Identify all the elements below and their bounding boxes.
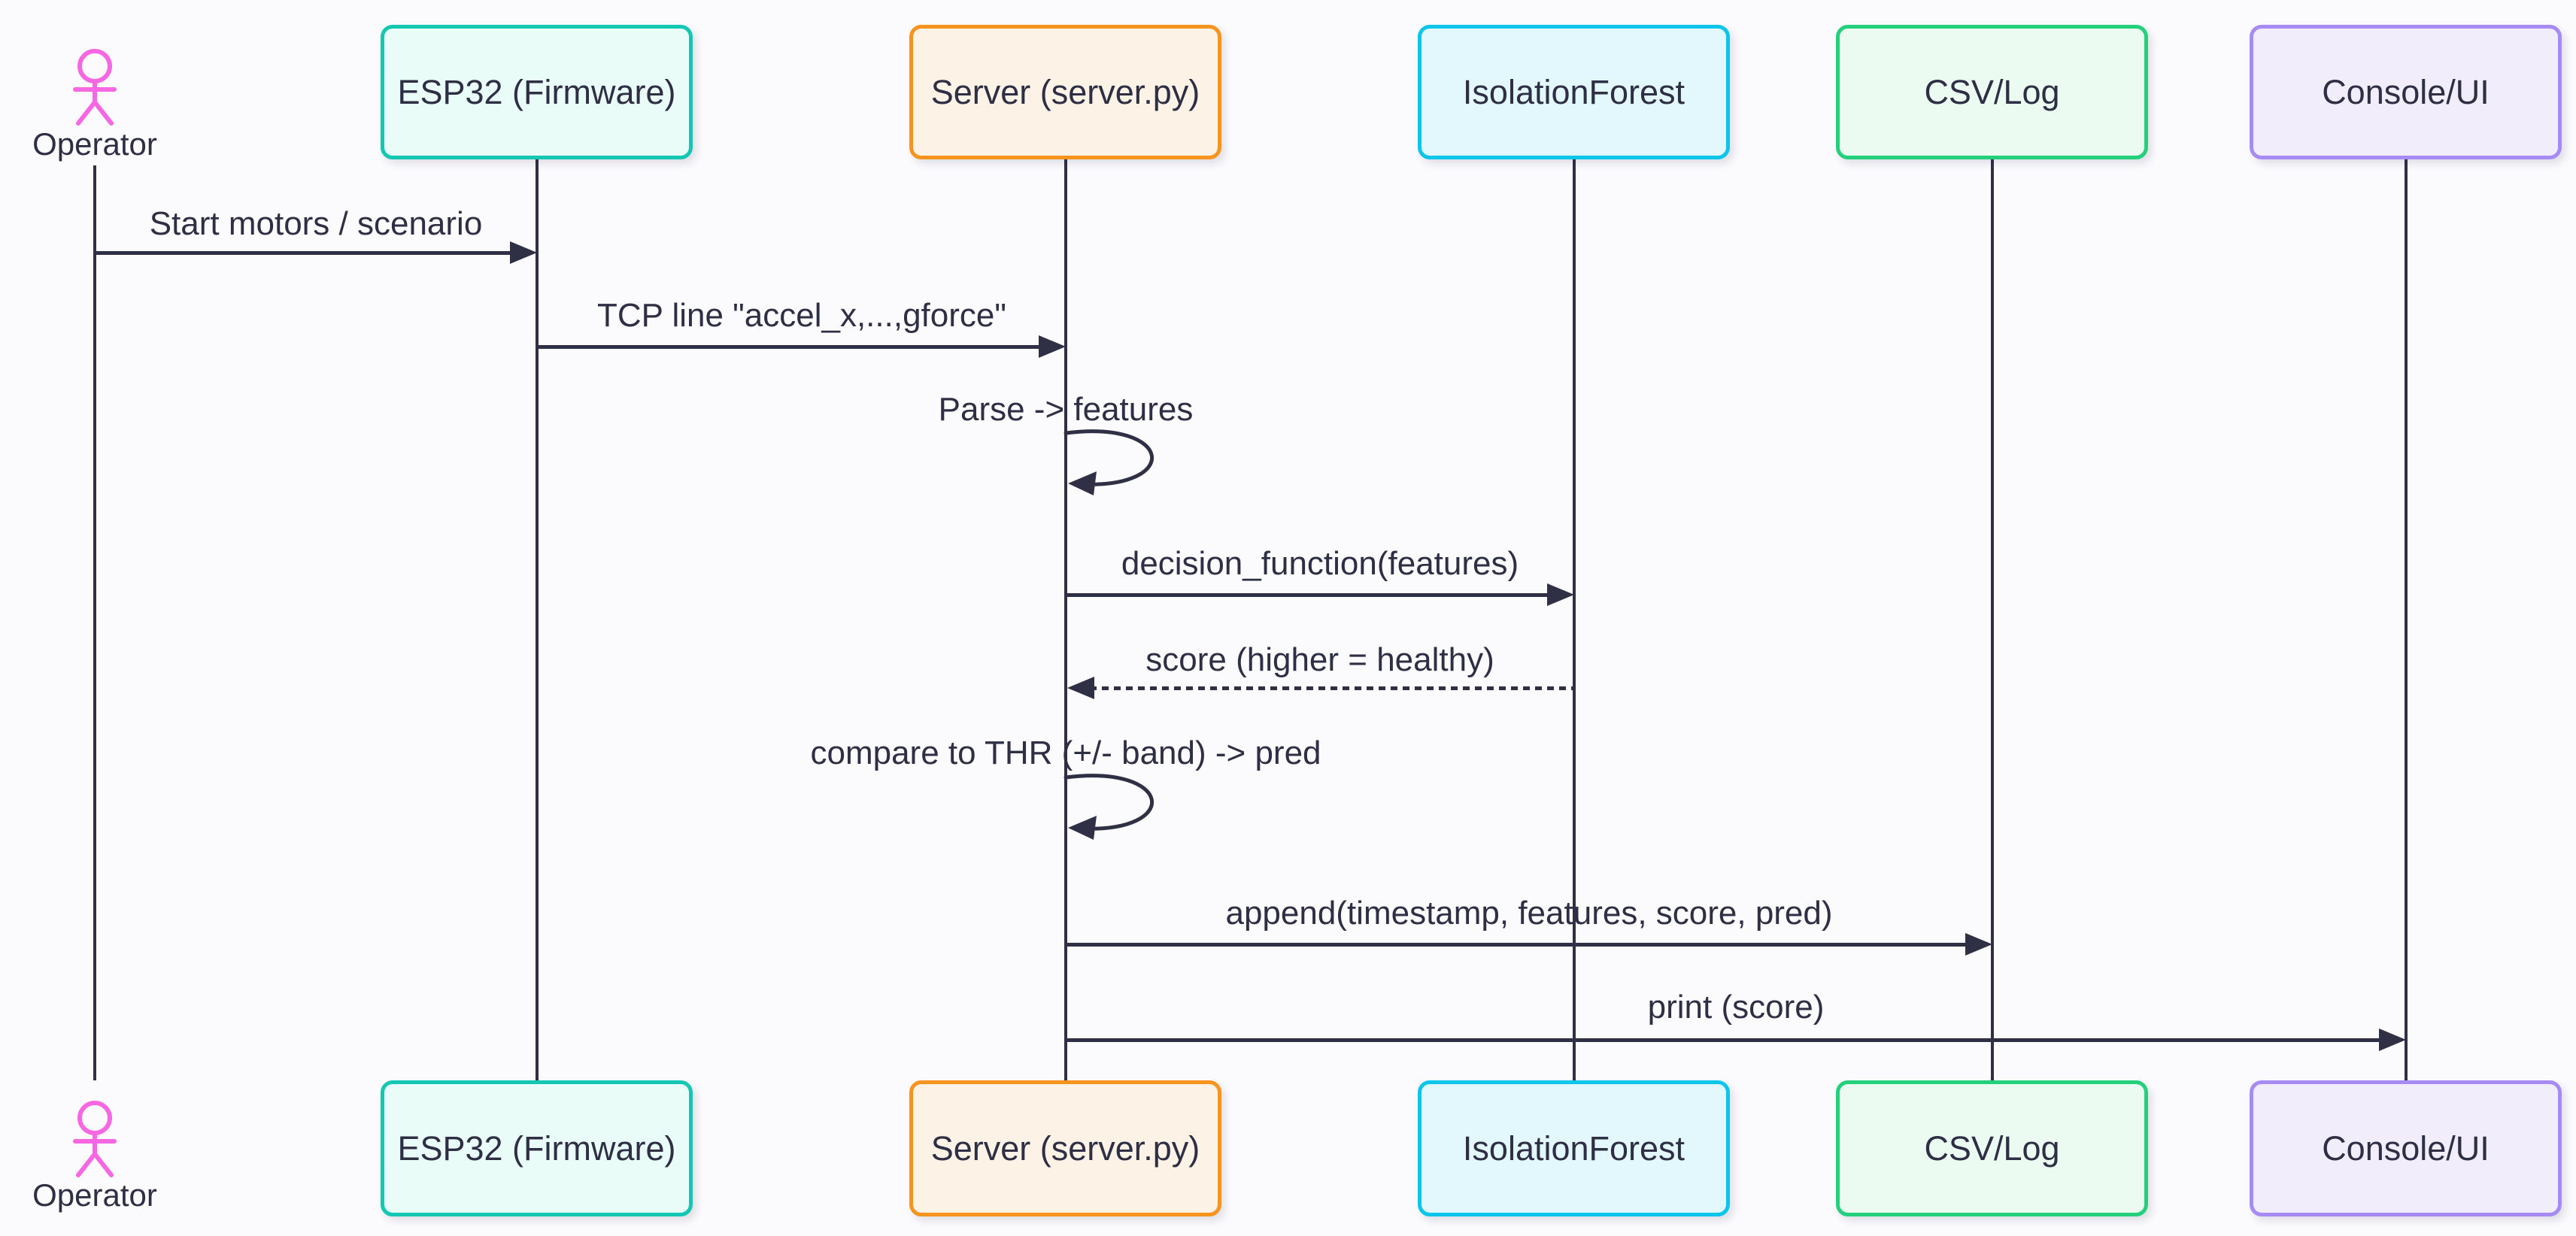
arrow-shaft: [1066, 1038, 2383, 1042]
arrowhead-left-icon: [1067, 677, 1094, 699]
arrow-shaft: [95, 251, 514, 255]
participant-box-consoleui-bottom: Console/UI: [2250, 1080, 2562, 1216]
arrowhead-right-icon: [1965, 933, 1992, 956]
participant-box-csvlog-bottom: CSV/Log: [1836, 1080, 2148, 1216]
operator-actor-icon-bottom: [73, 1101, 117, 1177]
message-label-7: append(timestamp, features, score, pred): [1225, 895, 1833, 932]
message-label-1: Start motors / scenario: [149, 205, 483, 242]
arrowhead-right-icon: [1547, 583, 1574, 606]
participant-label: CSV/Log: [1924, 1128, 2060, 1168]
lifeline-isolationforest: [1573, 159, 1576, 1080]
participant-label: ESP32 (Firmware): [397, 72, 676, 111]
participant-label: ESP32 (Firmware): [397, 1128, 676, 1168]
message-label-8: print (score): [1647, 989, 1825, 1025]
operator-label-top: Operator: [32, 126, 157, 162]
message-arrow-8: [1066, 1028, 2406, 1051]
message-arrow-2: [537, 335, 1066, 358]
message-arrow-1: [95, 241, 537, 264]
arrowhead-right-icon: [2379, 1028, 2406, 1051]
participant-label: Server (server.py): [930, 1128, 1200, 1168]
message-label-5: score (higher = healthy): [1145, 641, 1494, 678]
participant-label: CSV/Log: [1924, 72, 2060, 111]
participant-box-isolationforest-top: IsolationForest: [1418, 25, 1730, 159]
participant-box-server-bottom: Server (server.py): [909, 1080, 1221, 1216]
participant-box-isolationforest-bottom: IsolationForest: [1418, 1080, 1730, 1216]
message-arrow-4: [1066, 583, 1574, 606]
message-label-6: compare to THR (+/- band) -> pred: [810, 735, 1321, 771]
self-loop-arrow-2: [1063, 774, 1154, 840]
operator-label-bottom: Operator: [32, 1177, 157, 1213]
lifeline-consoleui: [2405, 159, 2408, 1080]
arrowhead-left-icon: [1068, 471, 1097, 495]
message-arrow-7: [1066, 933, 1992, 956]
participant-box-csvlog-top: CSV/Log: [1836, 25, 2148, 159]
lifeline-esp32: [536, 159, 539, 1080]
message-label-2: TCP line "accel_x,...,gforce": [597, 297, 1006, 334]
participant-label: Server (server.py): [930, 72, 1200, 111]
arrow-shaft-dotted: [1090, 686, 1574, 690]
arrow-shaft: [1066, 593, 1552, 597]
participant-box-esp32-top: ESP32 (Firmware): [381, 25, 693, 159]
participant-label: Console/UI: [2322, 1128, 2490, 1168]
participant-label: IsolationForest: [1462, 1128, 1685, 1168]
operator-actor-icon-top: [73, 49, 117, 126]
arrowhead-right-icon: [510, 241, 537, 264]
self-loop-arrow-1: [1063, 429, 1154, 495]
participant-box-esp32-bottom: ESP32 (Firmware): [381, 1080, 693, 1216]
message-arrow-5: [1067, 677, 1574, 699]
lifeline-csvlog: [1991, 159, 1994, 1080]
participant-box-consoleui-top: Console/UI: [2250, 25, 2562, 159]
message-label-4: decision_function(features): [1121, 545, 1519, 582]
arrowhead-left-icon: [1068, 816, 1097, 840]
participant-label: IsolationForest: [1462, 72, 1685, 111]
arrow-shaft: [537, 345, 1043, 349]
lifeline-server: [1064, 159, 1067, 1080]
participant-label: Console/UI: [2322, 72, 2490, 111]
lifeline-operator: [93, 165, 96, 1080]
arrowhead-right-icon: [1039, 335, 1066, 358]
arrow-shaft: [1066, 943, 1970, 947]
message-label-3: Parse -> features: [938, 391, 1194, 428]
participant-box-server-top: Server (server.py): [909, 25, 1221, 159]
